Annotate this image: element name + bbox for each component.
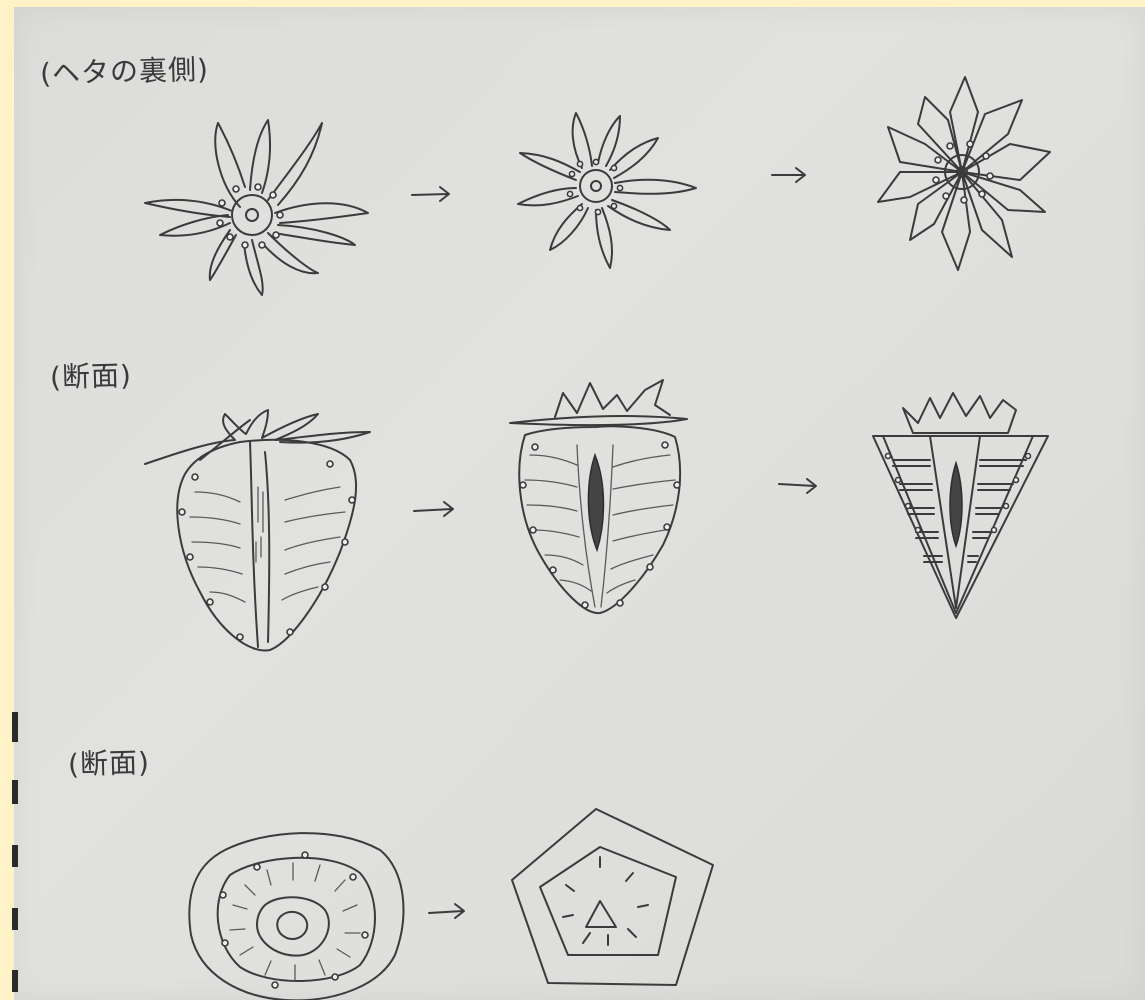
arrow-right-icon <box>410 497 460 521</box>
binding-ring <box>12 845 18 867</box>
strawberry-cross-section-stylized <box>508 805 718 990</box>
calyx-sketch-stylized <box>870 72 1055 272</box>
calyx-sketch-simplified <box>510 108 705 273</box>
arrow-right-icon <box>425 900 471 924</box>
strawberry-section-simplified <box>505 375 695 620</box>
strawberry-section-stylized <box>868 388 1053 623</box>
binding-ring <box>12 970 18 992</box>
label-cross-section-2: (断面) <box>67 741 150 783</box>
strawberry-cross-section-realistic <box>185 825 410 1000</box>
strawberry-section-realistic <box>140 392 380 657</box>
binding-ring <box>12 908 18 930</box>
binding-ring <box>12 712 18 742</box>
calyx-sketch-realistic <box>140 115 380 300</box>
arrow-right-icon <box>408 182 456 206</box>
label-cross-section-1: (断面) <box>49 354 132 396</box>
arrow-right-icon <box>768 163 812 187</box>
binding-ring <box>12 780 18 804</box>
label-calyx-back: (ヘタの裏側) <box>40 48 210 92</box>
arrow-right-icon <box>775 473 823 497</box>
